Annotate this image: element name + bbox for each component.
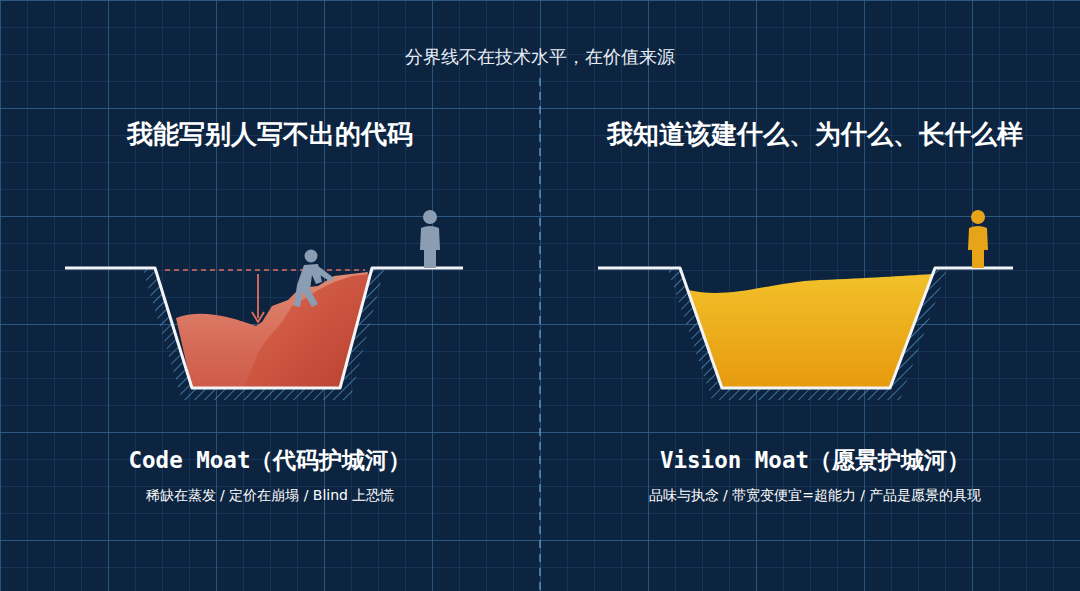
drop-arrowhead [252,312,264,322]
moat-name: Vision Moat（愿景护城河） [565,442,1065,478]
standing-figure [420,210,440,268]
spacer [40,156,500,442]
page-title: 分界线不在技术水平，在价值来源 [0,44,1080,70]
moat-subtitle: 稀缺在蒸发 / 定价在崩塌 / Blind 上恐慌 [40,482,500,508]
moat-outline [65,268,463,388]
former-level-line [165,269,365,271]
moat-panel: 我能写别人写不出的代码 Code Moat（代码护城河） 稀缺在蒸发 / 定价在崩塌… [40,112,500,508]
spacer [565,156,1065,442]
trench-hatching [668,268,947,400]
moat-panel: 我知道该建什么、为什么、长什么样 Vision Moat（愿景护城河） 品味与执念 … [565,112,1065,508]
panel-heading: 我能写别人写不出的代码 [40,112,500,156]
climbing-figure [294,250,334,308]
divider-line [539,78,541,591]
moat-subtitle: 品味与执念 / 带宽变便宜=超能力 / 产品是愿景的具现 [565,482,1065,508]
trench-hatching [143,268,384,400]
moat-outline [598,268,1013,388]
drop-arrow [257,274,259,318]
standing-figure-gold [968,210,988,268]
moat-name: Code Moat（代码护城河） [40,442,500,478]
panel-heading: 我知道该建什么、为什么、长什么样 [565,112,1065,156]
water-fill [176,272,368,388]
